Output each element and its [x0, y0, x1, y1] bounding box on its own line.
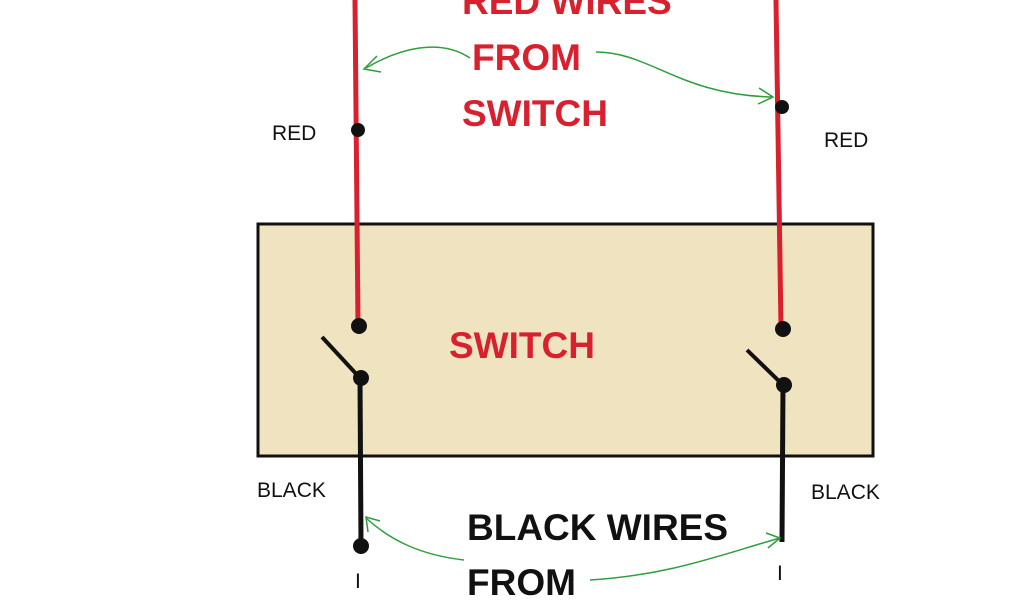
bottom-caption-line-2: FROM [467, 562, 576, 600]
top-left-arrow [365, 46, 471, 69]
right-black-label: BLACK [811, 481, 880, 504]
left-switch-lever [320, 335, 362, 380]
left-black-terminal-dot [353, 538, 369, 554]
left-upper-switch-contact [351, 318, 367, 334]
top-right-arrow [595, 51, 773, 98]
bottom-right-arrow [589, 537, 781, 581]
left-red-wire [352, 0, 361, 327]
left-black-label: BLACK [257, 479, 326, 502]
top-right-arrowhead [757, 87, 775, 105]
left-bottom-mark: I [355, 570, 361, 593]
left-red-label: RED [272, 122, 316, 145]
top-caption-line-2: FROM [472, 37, 581, 78]
right-red-wire [773, 0, 784, 330]
bottom-right-arrowhead [765, 532, 782, 549]
left-red-terminal-dot [351, 123, 365, 137]
switch-label: SWITCH [449, 325, 595, 366]
top-caption-line-1: RED WIRES [462, 0, 672, 22]
right-red-label: RED [824, 129, 868, 152]
top-caption-line-3: SWITCH [462, 93, 608, 134]
bottom-left-arrow [365, 517, 465, 561]
bottom-left-arrowhead [365, 515, 381, 533]
right-bottom-mark: I [777, 562, 783, 585]
left-black-wire [357, 377, 364, 547]
left-lower-switch-contact [353, 370, 369, 386]
top-left-arrowhead [362, 55, 382, 73]
right-upper-switch-contact [775, 321, 791, 337]
bottom-caption-line-1: BLACK WIRES [467, 507, 728, 548]
right-red-terminal-dot [775, 100, 789, 114]
right-black-wire [779, 384, 786, 543]
right-switch-lever [745, 348, 785, 387]
right-lower-switch-contact [776, 377, 792, 393]
